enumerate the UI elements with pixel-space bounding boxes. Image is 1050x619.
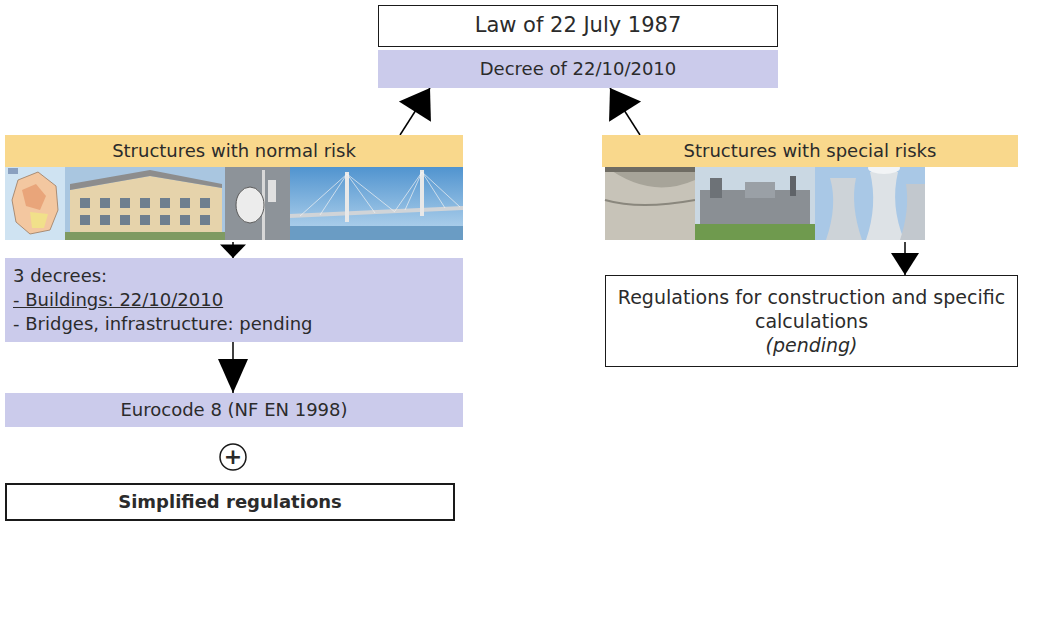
- cooling-towers-photo: [815, 166, 925, 240]
- bridge-photo: [420, 170, 424, 216]
- dam-photo: [605, 166, 695, 240]
- building-photo: [120, 198, 130, 208]
- bridge-photo: [320, 174, 347, 215]
- box-label: Regulations for construction and specifi…: [614, 285, 1009, 333]
- building-photo: [140, 215, 150, 225]
- box-label: +: [224, 446, 242, 468]
- bridge-photo: [300, 172, 460, 216]
- industrial-plant-photo: [745, 182, 775, 198]
- antenna-photo: [268, 180, 276, 202]
- industrial-plant-photo: [790, 176, 796, 196]
- box-label: Eurocode 8 (NF EN 1998): [13, 398, 455, 422]
- bridge-photo: [345, 172, 349, 222]
- arrow-connector: [609, 88, 641, 135]
- bridge-photo: [347, 174, 375, 213]
- bridge-photo: [422, 172, 460, 207]
- france-map-photo: [22, 184, 46, 210]
- france-map-photo: [12, 172, 58, 234]
- box-label: Decree of 22/10/2010: [386, 57, 770, 81]
- industrial-plant-photo: [695, 224, 815, 240]
- bridge-photo: [290, 166, 463, 240]
- france-map-photo: [30, 212, 48, 228]
- building-photo: [160, 215, 170, 225]
- bridge-photo: [395, 172, 422, 211]
- law-box: Law of 22 July 1987: [378, 5, 778, 47]
- cooling-towers-photo: [866, 172, 904, 240]
- box-label: Structures with special risks: [602, 135, 1018, 167]
- industrial-plant-photo: [695, 166, 815, 240]
- building-photo: [80, 198, 210, 225]
- antenna-photo: [236, 187, 264, 223]
- building-photo: [80, 215, 90, 225]
- regulations-box: Regulations for construction and specifi…: [605, 275, 1018, 367]
- arrow-connector: [399, 88, 431, 122]
- france-map-photo: [5, 166, 65, 240]
- box-label: Simplified regulations: [15, 490, 445, 514]
- circle-outline: [220, 444, 246, 470]
- bridge-photo: [290, 226, 463, 240]
- decree-box: Decree of 22/10/2010: [378, 50, 778, 88]
- bridge-photo: [405, 172, 422, 210]
- france-map-photo: [5, 166, 65, 240]
- cooling-towers-photo: [826, 178, 862, 240]
- box-label: 3 decrees:: [13, 264, 455, 288]
- bridge-photo: [290, 166, 463, 240]
- building-photo: [180, 215, 190, 225]
- box-text: - Buildings: 22/10/2010: [13, 288, 455, 312]
- arrow-connector: [891, 242, 919, 275]
- building-photo: [100, 198, 110, 208]
- building-photo: [200, 215, 210, 225]
- category-band: Structures with normal risk: [5, 135, 463, 242]
- building-photo: [65, 166, 225, 240]
- building-photo: [70, 170, 222, 190]
- antenna-photo: [225, 166, 290, 240]
- box-text: (pending): [614, 333, 1009, 357]
- plus-circle: +: [219, 443, 247, 471]
- bridge-photo: [300, 174, 347, 216]
- arrow-connector: [218, 342, 248, 393]
- building-photo: [180, 198, 190, 208]
- box-label: Law of 22 July 1987: [387, 13, 769, 37]
- bridge-photo: [347, 174, 395, 212]
- antenna-photo: [225, 166, 290, 240]
- arrow-connector: [609, 88, 641, 122]
- box-label: Structures with normal risk: [5, 135, 463, 167]
- decrees-box: 3 decrees:- Buildings: 22/10/2010- Bridg…: [5, 258, 463, 342]
- arrow-connector: [220, 244, 246, 258]
- box-text: - Bridges, infrastructure: pending: [13, 312, 455, 336]
- arrow-connector: [891, 253, 919, 275]
- building-photo: [100, 215, 110, 225]
- france-map-photo: [8, 168, 18, 174]
- cooling-towers-photo: [900, 184, 925, 240]
- arrow-connector: [220, 242, 246, 258]
- building-photo: [80, 198, 90, 208]
- building-photo: [65, 232, 225, 240]
- cooling-towers-photo: [815, 162, 925, 240]
- building-photo: [120, 215, 130, 225]
- building-photo: [65, 166, 225, 240]
- bridge-photo: [290, 206, 463, 218]
- building-photo: [200, 198, 210, 208]
- industrial-plant-photo: [695, 166, 815, 240]
- category-band: Structures with special risks: [602, 135, 1018, 242]
- arrow-connector: [399, 88, 431, 135]
- eurocode-box: Eurocode 8 (NF EN 1998): [5, 393, 463, 427]
- dam-photo: [605, 166, 695, 240]
- building-photo: [140, 198, 150, 208]
- dam-photo: [605, 166, 695, 240]
- building-photo: [160, 198, 170, 208]
- industrial-plant-photo: [710, 178, 722, 198]
- dam-photo: [605, 200, 695, 205]
- simplified-box: Simplified regulations: [5, 483, 455, 521]
- arrow-connector: [218, 359, 248, 393]
